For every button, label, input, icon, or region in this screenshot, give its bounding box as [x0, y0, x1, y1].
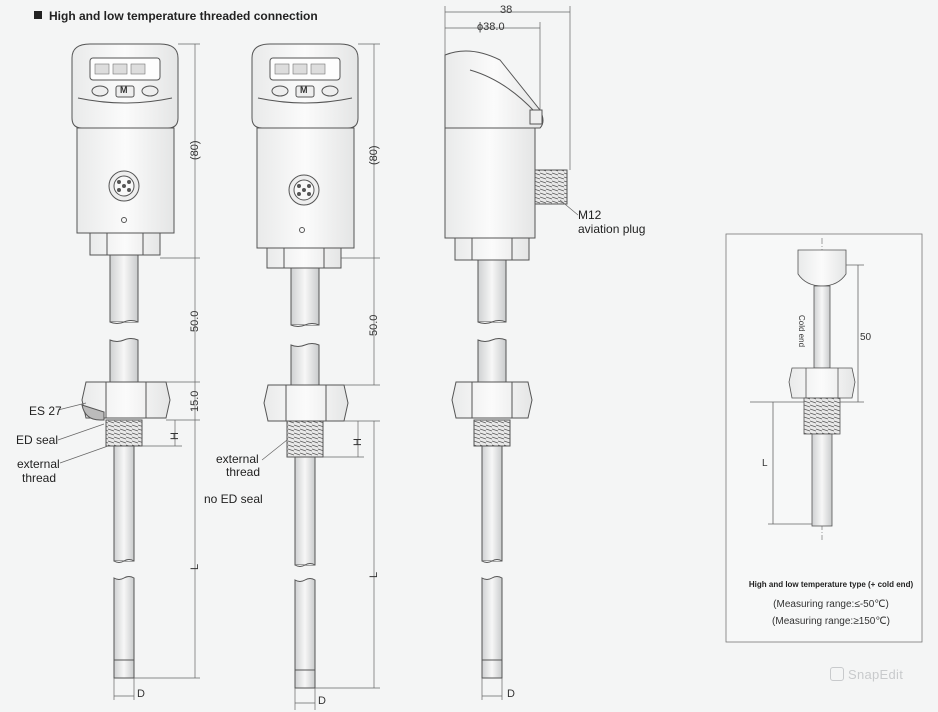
- external-thread: [105, 419, 143, 447]
- external-thread-label-2b: thread: [226, 465, 261, 479]
- dim-15: 15.0: [189, 390, 201, 412]
- dim-H-1: H: [169, 432, 181, 440]
- m-button-label-1: M: [120, 85, 128, 95]
- ed-seal: [81, 404, 105, 421]
- snapedit-icon: [830, 667, 844, 681]
- dim-80-2: (80): [368, 145, 380, 165]
- es27-label: ES 27: [29, 404, 62, 418]
- m12-label: M12: [578, 208, 602, 222]
- side-housing: [444, 127, 536, 239]
- measuring-range-low: (Measuring range:≤-50℃): [773, 599, 889, 610]
- dim-38: 38: [500, 4, 513, 16]
- external-thread-label-1a: external: [17, 457, 60, 471]
- front-view-with-ed-seal: [57, 43, 200, 700]
- dim-D-3: D: [507, 688, 515, 700]
- external-thread-label-2a: external: [216, 452, 259, 466]
- m12-plug: [534, 169, 568, 205]
- button-right-icon: [141, 85, 159, 97]
- dim-D-1: D: [137, 688, 145, 700]
- ed-seal-label: ED seal: [16, 433, 59, 447]
- measuring-range-high: (Measuring range:≥150℃): [772, 616, 890, 627]
- side-head: [444, 50, 544, 129]
- side-view: [444, 6, 579, 700]
- external-thread-label-1b: thread: [22, 471, 57, 485]
- dim-80-1: (80): [189, 140, 201, 160]
- watermark-text: SnapEdit: [848, 667, 904, 682]
- inset-cold-end-type: [725, 233, 923, 643]
- button-left-icon: [91, 85, 109, 97]
- m-button-label-2: M: [300, 85, 308, 95]
- inset-dim-L: L: [762, 458, 768, 469]
- inset-caption: High and low temperature type (+ cold en…: [748, 580, 914, 589]
- dim-50-2: 50.0: [368, 314, 380, 336]
- bullet-square-icon: [34, 11, 42, 19]
- diagram-title: High and low temperature threaded connec…: [34, 9, 318, 23]
- aviation-plug-label: aviation plug: [578, 222, 646, 236]
- watermark: SnapEdit: [830, 667, 903, 682]
- dim-H-2: H: [352, 438, 364, 446]
- no-ed-seal-label: no ED seal: [204, 492, 263, 506]
- button-m-icon: [115, 85, 135, 98]
- dim-L-2: L: [368, 571, 380, 578]
- dim-D-2: D: [318, 695, 326, 707]
- front-view-no-ed-seal: [251, 43, 380, 710]
- dim-50-1: 50.0: [189, 310, 201, 332]
- inset-dim-50: 50: [860, 332, 872, 343]
- dim-phi38: ϕ38.0: [477, 21, 505, 33]
- inset-cold-end-label: Cold end: [797, 315, 806, 348]
- dim-L-1: L: [189, 563, 201, 570]
- title-text: High and low temperature threaded connec…: [49, 9, 318, 23]
